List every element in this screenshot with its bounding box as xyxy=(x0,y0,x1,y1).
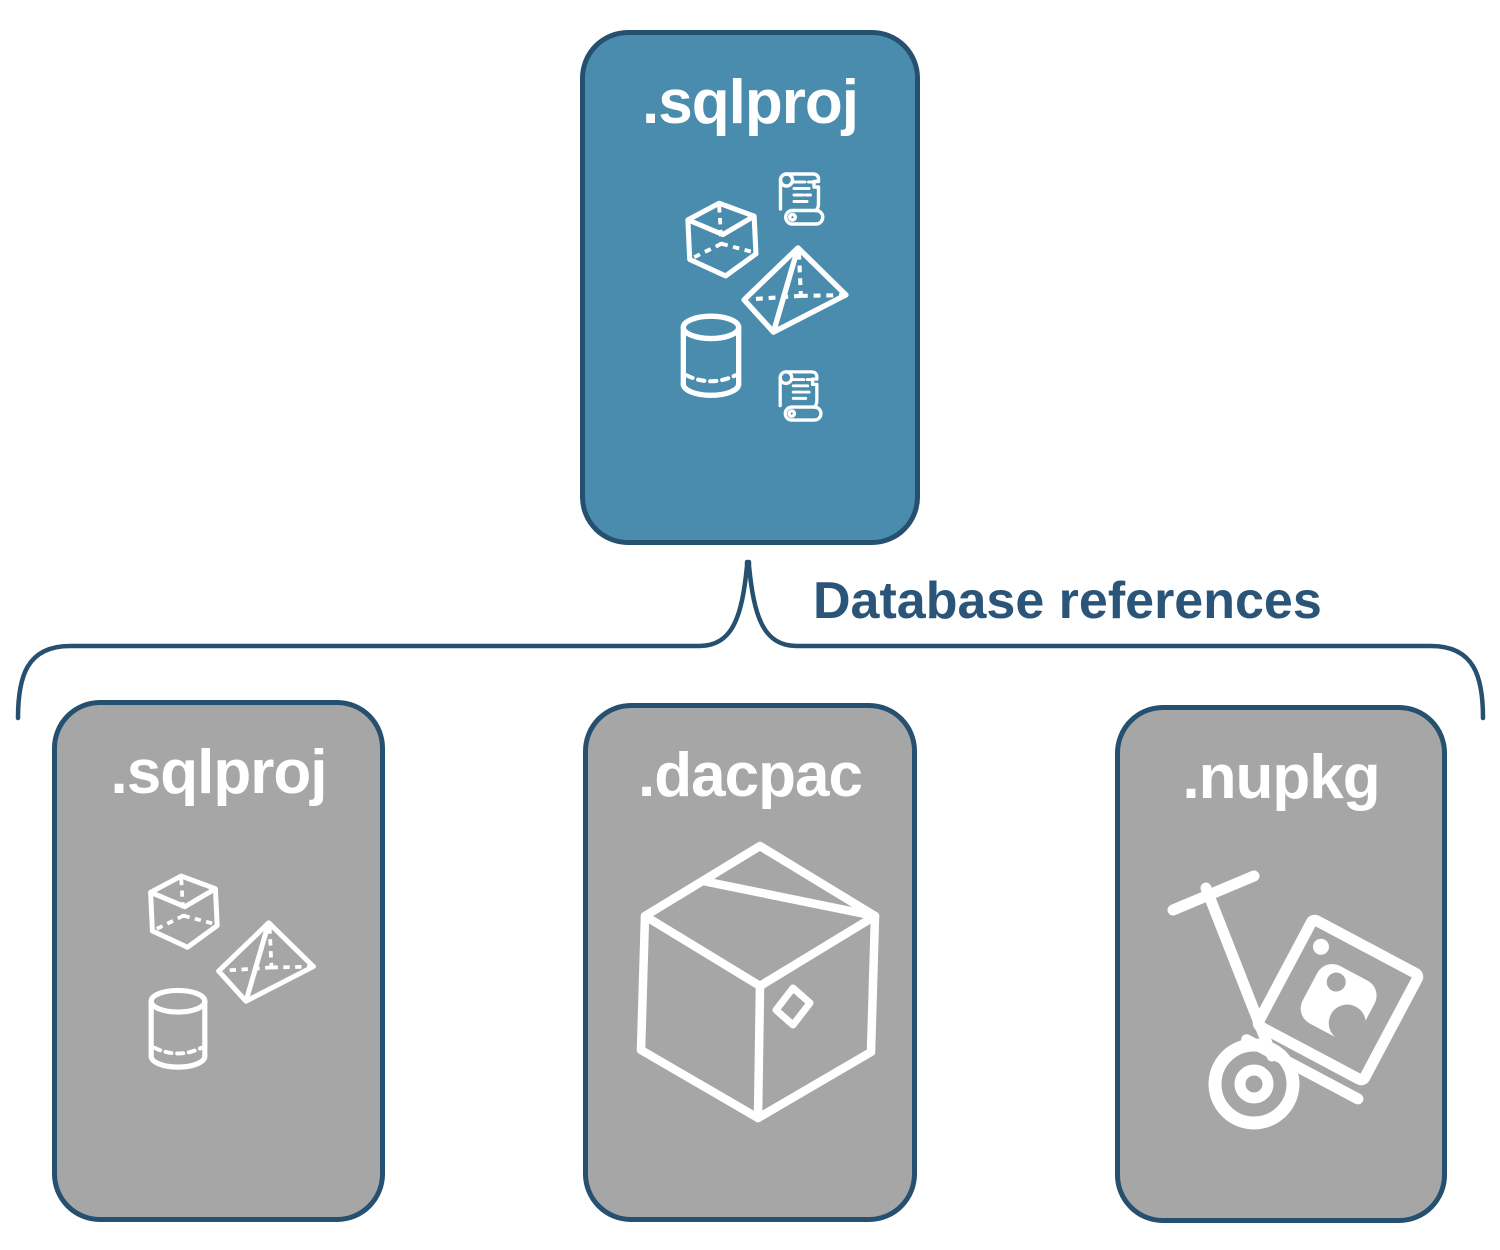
child-card-title: .nupkg xyxy=(1182,743,1380,812)
cube-icon xyxy=(685,200,759,279)
card-sqlproj-parent: .sqlproj xyxy=(580,30,920,545)
card-sqlproj-child: .sqlproj xyxy=(52,700,385,1222)
child-card-title: .dacpac xyxy=(638,741,863,810)
cube-icon xyxy=(148,873,220,950)
card-nupkg: .nupkg xyxy=(1115,705,1447,1223)
package-box-icon xyxy=(636,841,880,1123)
pyramid-icon xyxy=(741,245,849,335)
script-scroll-icon xyxy=(778,370,823,422)
script-scroll-icon xyxy=(778,172,825,226)
pyramid-icon xyxy=(216,920,316,1004)
child-card-title: .sqlproj xyxy=(110,738,328,807)
cylinder-icon xyxy=(680,313,742,398)
cylinder-icon xyxy=(148,987,208,1070)
parent-card-title: .sqlproj xyxy=(642,68,859,137)
connector-label: Database references xyxy=(813,572,1322,630)
card-dacpac: .dacpac xyxy=(583,703,917,1222)
nuget-hand-truck-icon xyxy=(1167,870,1424,1130)
